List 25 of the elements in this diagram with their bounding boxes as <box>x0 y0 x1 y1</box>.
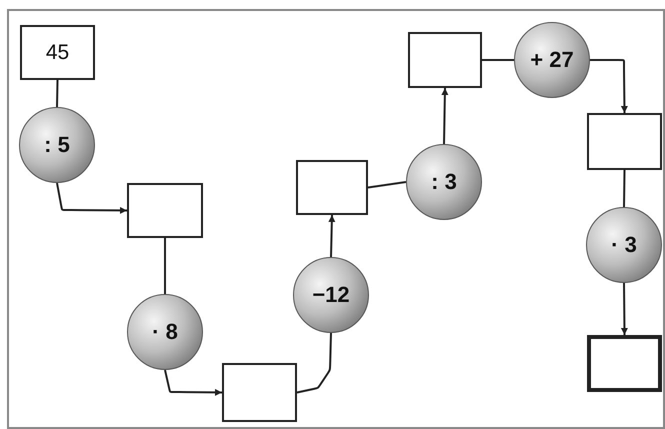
arrow <box>56 182 128 214</box>
connector-line <box>368 181 406 188</box>
connector-line <box>164 238 166 294</box>
value-text: 45 <box>46 40 70 64</box>
answer-box <box>587 335 662 392</box>
answer-box <box>127 183 203 238</box>
arrow <box>620 282 628 336</box>
value-text: −12 <box>312 282 350 308</box>
arrow <box>164 370 222 396</box>
connector-line <box>296 332 332 394</box>
answer-box <box>222 363 297 422</box>
answer-box <box>587 113 662 170</box>
value-text: + 27 <box>530 47 574 73</box>
value-text: · 8 <box>152 319 178 345</box>
value-text: : 5 <box>44 132 70 158</box>
arrow <box>590 59 628 114</box>
arrow <box>441 88 448 144</box>
answer-box <box>296 160 368 215</box>
answer-box <box>408 32 482 88</box>
connector-line <box>56 80 58 108</box>
value-text: : 3 <box>431 169 457 195</box>
arrow <box>328 214 336 258</box>
value-text: · 3 <box>611 232 637 258</box>
connector-line <box>482 59 514 61</box>
connector-line <box>623 170 626 208</box>
